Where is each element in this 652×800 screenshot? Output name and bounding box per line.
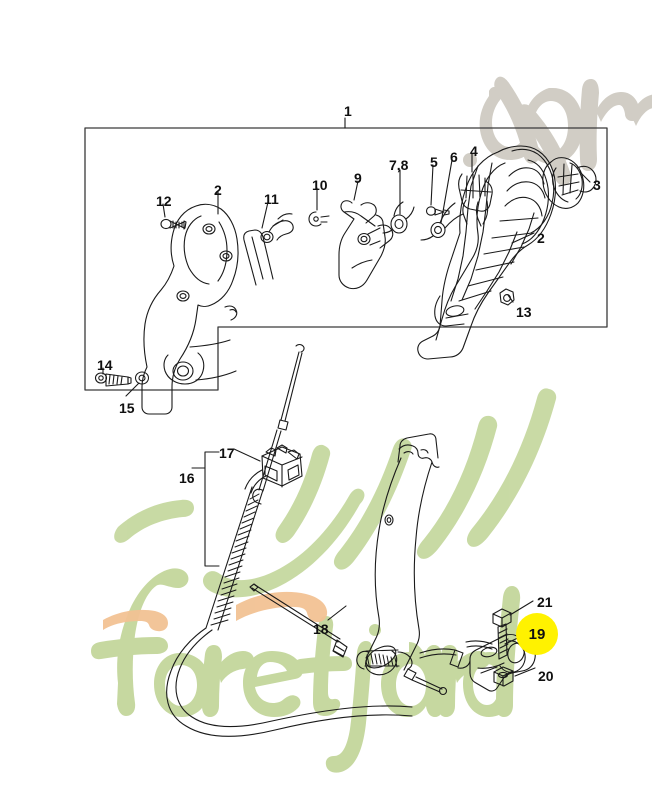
part-16-cable-assembly [166, 343, 493, 737]
part-13-nut [499, 288, 515, 306]
part-9-throttle-trigger [338, 200, 394, 290]
part-11-lock-lever [243, 213, 294, 286]
part-5-pin [425, 206, 450, 216]
leader-15 [125, 382, 140, 397]
leader-21 [509, 600, 534, 616]
callout-16: 16 [179, 470, 195, 486]
callout-1: 1 [344, 103, 352, 119]
callout-12: 12 [156, 193, 172, 209]
highlight-badge-label: 19 [528, 625, 546, 643]
leader-18 [327, 605, 347, 621]
leader-2-right [511, 232, 535, 244]
leader-12 [162, 203, 166, 218]
part-7-8-spring-clip [382, 201, 415, 234]
leader-13 [507, 294, 514, 303]
callout-7-8: 7,8 [389, 157, 409, 173]
leader-11 [261, 201, 269, 229]
part-3-end-cap [542, 157, 597, 209]
part-15-washer [134, 371, 150, 385]
callout-20: 20 [538, 668, 554, 684]
callout-10: 10 [312, 177, 328, 193]
callout-21: 21 [537, 594, 553, 610]
callout-11: 11 [264, 191, 279, 207]
callout-18: 18 [313, 621, 329, 637]
callout-14: 14 [97, 357, 113, 373]
leader-20 [514, 667, 536, 677]
leader-9 [353, 180, 359, 201]
callout-6: 6 [450, 149, 458, 165]
part-14-long-screw [94, 372, 132, 387]
leader-6 [440, 159, 453, 224]
drive-tube [365, 433, 440, 676]
part-10-clip [308, 211, 330, 227]
callout-13: 13 [516, 304, 532, 320]
group-boundary-1 [84, 127, 608, 391]
callout-4: 4 [470, 143, 478, 159]
part-20-nut [493, 666, 514, 687]
part-18-cable-tie [249, 583, 348, 658]
callout-9: 9 [354, 170, 362, 186]
part-12-screw [160, 218, 187, 230]
part-17-switch-connector [244, 444, 303, 494]
leader-5 [430, 164, 434, 206]
callout-2b: 2 [537, 230, 545, 246]
callout-2: 2 [214, 182, 222, 198]
callout-3: 3 [593, 177, 601, 193]
callout-15: 15 [119, 400, 135, 416]
leader-3 [579, 171, 591, 183]
leader-17 [233, 448, 261, 462]
part-2-left-housing [141, 203, 239, 415]
leader-lines [102, 153, 591, 677]
callout-17: 17 [219, 445, 235, 461]
callout-5: 5 [430, 154, 438, 170]
highlight-badge-19: 19 [516, 613, 558, 655]
bracket-16-17 [204, 451, 220, 567]
